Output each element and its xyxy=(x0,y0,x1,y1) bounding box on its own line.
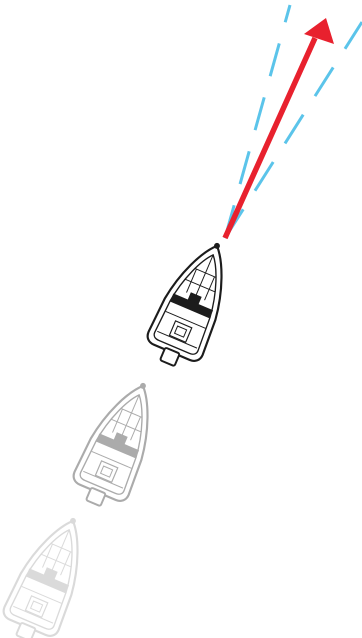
boat-current xyxy=(140,232,245,375)
boat-trail-2 xyxy=(0,507,101,638)
boat-trail-1 xyxy=(66,372,171,515)
boat-topview-icon xyxy=(140,232,245,375)
boat-topview-icon xyxy=(0,507,101,638)
boat-topview-icon xyxy=(66,372,171,515)
course-lines xyxy=(225,5,362,238)
course-line-right-icon xyxy=(225,22,362,238)
heading-arrow-icon xyxy=(225,18,334,238)
